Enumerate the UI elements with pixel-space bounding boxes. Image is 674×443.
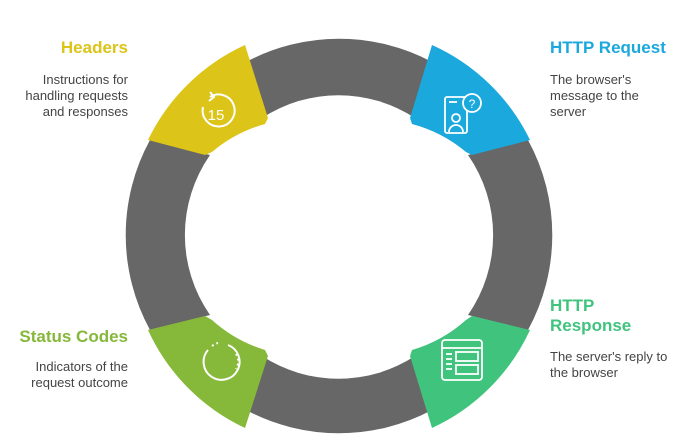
timer-15-icon: 15 bbox=[201, 91, 236, 128]
http-request-segment: ? bbox=[410, 45, 530, 155]
ring-segment-right bbox=[468, 140, 553, 330]
http-request-description: The browser's message to the server bbox=[550, 72, 670, 120]
status-codes-title: Status Codes bbox=[19, 327, 128, 346]
status-codes-shape bbox=[148, 316, 268, 428]
http-request-description-line-3: server bbox=[550, 104, 587, 119]
http-response-title-line-1: HTTP bbox=[550, 296, 595, 315]
user-question-icon: ? bbox=[444, 93, 482, 134]
status-codes-segment bbox=[148, 316, 268, 428]
headers-shape bbox=[148, 45, 268, 155]
browser-window-icon bbox=[441, 339, 483, 381]
headers-description: Instructions for handling requests and r… bbox=[10, 72, 128, 120]
http-request-title: HTTP Request bbox=[550, 38, 666, 57]
timer-15-icon-text: 15 bbox=[208, 107, 225, 124]
http-request-description-line-2: message to the bbox=[550, 88, 639, 103]
http-response-title-line-2: Response bbox=[550, 316, 632, 335]
headers-title: Headers bbox=[60, 38, 128, 57]
ring-segment-left bbox=[125, 140, 210, 330]
svg-text:?: ? bbox=[469, 97, 476, 111]
headers-description-line-1: Instructions for bbox=[42, 72, 128, 87]
ring bbox=[125, 38, 553, 434]
http-response-title: HTTP Response bbox=[550, 296, 670, 336]
http-response-description-line-2: the browser bbox=[550, 365, 618, 380]
http-response-description: The server's reply to the browser bbox=[550, 349, 672, 381]
headers-segment: 15 bbox=[148, 45, 268, 155]
http-response-segment bbox=[410, 316, 530, 428]
status-codes-description-line-2: request outcome bbox=[31, 375, 128, 390]
status-codes-description-line-1: Indicators of the bbox=[35, 359, 129, 374]
headers-description-line-2: handling requests bbox=[25, 88, 128, 103]
ring-segment-top bbox=[246, 38, 432, 118]
ring-segment-bottom bbox=[246, 356, 432, 434]
http-response-description-line-1: The server's reply to bbox=[550, 349, 668, 364]
http-request-description-line-1: The browser's bbox=[550, 72, 632, 87]
http-response-shape bbox=[410, 316, 530, 428]
headers-description-line-3: and responses bbox=[42, 104, 128, 119]
status-codes-description: Indicators of the request outcome bbox=[10, 359, 128, 391]
loading-circle-icon bbox=[202, 342, 241, 381]
